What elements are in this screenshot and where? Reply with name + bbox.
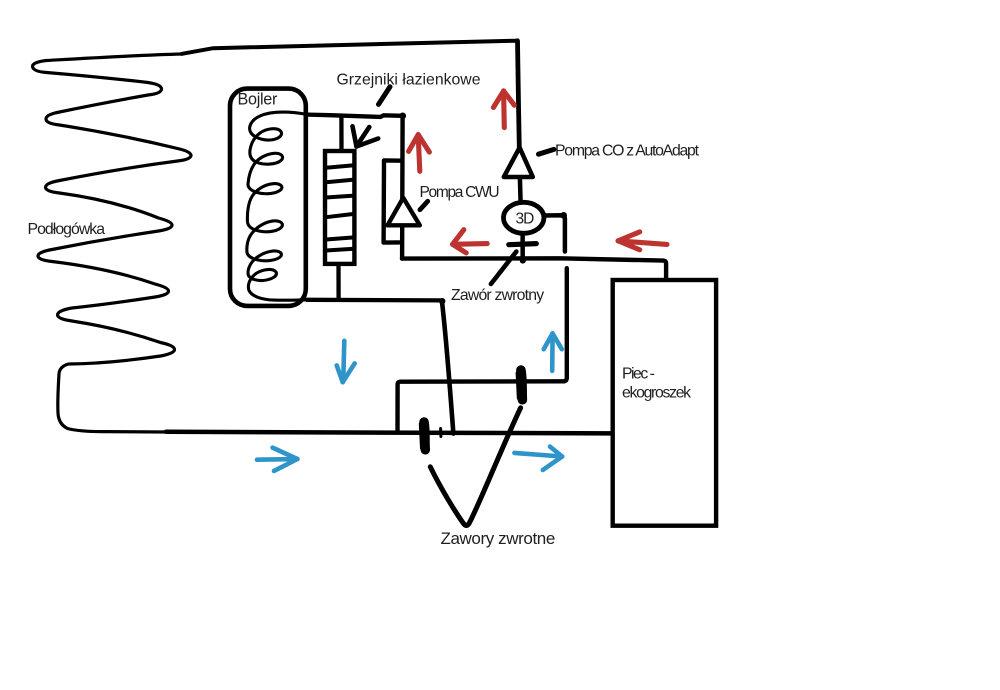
svg-text:3D: 3D xyxy=(516,210,535,227)
svg-text:Podłogówka: Podłogówka xyxy=(28,221,106,238)
svg-text:Zawory zwrotne: Zawory zwrotne xyxy=(441,529,555,548)
svg-text:Pompa CWU: Pompa CWU xyxy=(420,184,499,201)
svg-text:Zawór zwrotny: Zawór zwrotny xyxy=(451,287,544,304)
svg-text:Bojler: Bojler xyxy=(238,90,278,108)
svg-text:Grzejniki łazienkowe: Grzejniki łazienkowe xyxy=(337,71,481,88)
svg-text:Pompa CO z AutoAdapt: Pompa CO z AutoAdapt xyxy=(555,142,700,159)
svg-text:ekogroszek: ekogroszek xyxy=(622,384,691,401)
svg-text:Piec -: Piec - xyxy=(622,365,655,382)
